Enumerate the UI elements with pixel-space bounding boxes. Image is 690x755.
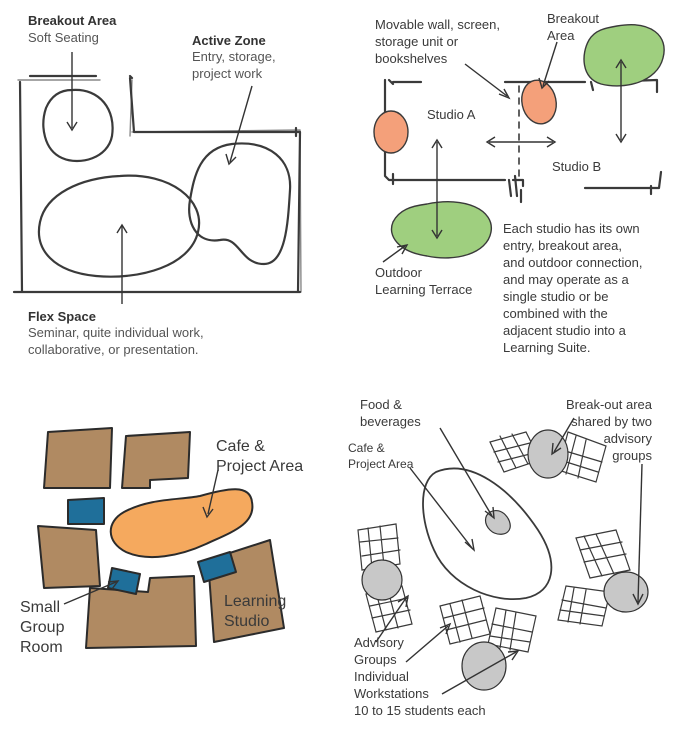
- movable-wall-label: Movable wall, screen, storage unit or bo…: [375, 17, 500, 66]
- advisory-cluster-left: [357, 523, 413, 633]
- breakout-area-title: Breakout Area: [28, 13, 117, 28]
- active-zone-title: Active Zone: [192, 33, 266, 48]
- advisory-layout-sketch: [357, 417, 649, 695]
- group-room-3: [197, 551, 237, 583]
- activity-zones-sketch: [12, 52, 302, 304]
- cafe-project-label-br: Cafe & Project Area: [348, 441, 414, 471]
- outdoor-terrace-shape-b: [583, 24, 665, 87]
- learning-studio-label: Learning Studio: [224, 593, 287, 630]
- advisory-groups-label: Advisory Groups Individual Workstations …: [354, 635, 486, 718]
- cafe-area-shape: [109, 488, 254, 558]
- breakout-shared-shape-left: [361, 559, 403, 601]
- breakout-area-shape: [42, 88, 114, 163]
- panel-cafe-layout: Cafe & Project Area Small Group Room Lea…: [0, 380, 340, 755]
- flex-space-shape: [37, 174, 201, 278]
- breakout-area-label: Breakout Area: [547, 11, 600, 43]
- group-room-1: [67, 497, 105, 525]
- panel-activity-zones: Breakout Area Soft Seating Active Zone E…: [0, 0, 340, 370]
- studio-room-3: [37, 525, 101, 589]
- studio-suite-sketch: [373, 24, 665, 263]
- breakout-area-subtitle: Soft Seating: [28, 30, 99, 45]
- flex-space-title: Flex Space: [28, 309, 96, 324]
- studio-b-label: Studio B: [552, 159, 602, 174]
- room-outline: [12, 74, 302, 294]
- panel-advisory-layout: Food & beverages Break-out area shared b…: [340, 380, 690, 755]
- studio-room-4: [85, 575, 197, 649]
- studio-a-label: Studio A: [427, 107, 476, 122]
- studio-room-1: [43, 427, 113, 489]
- breakout-shared-shape-right: [603, 571, 649, 613]
- panel-studio-suite: Movable wall, screen, storage unit or bo…: [345, 0, 690, 370]
- small-group-room-label: Small Group Room: [20, 599, 65, 656]
- advisory-cluster-right: [557, 529, 631, 627]
- outdoor-terrace-label: Outdoor Learning Terrace: [375, 265, 473, 297]
- active-zone-subtitle: Entry, storage, project work: [192, 49, 276, 81]
- flex-space-subtitle: Seminar, quite individual work, collabor…: [28, 325, 204, 357]
- breakout-shared-label: Break-out area shared by two advisory gr…: [566, 397, 652, 463]
- breakout-shared-shape-bottom: [461, 641, 507, 691]
- breakout-shared-shape-top: [527, 429, 569, 479]
- active-zone-shape: [188, 142, 292, 266]
- studio-walls: [383, 78, 663, 204]
- studio-a-breakout-shape: [373, 110, 409, 154]
- studio-description: Each studio has its own entry, breakout …: [503, 221, 643, 355]
- studio-b-breakout-shape: [521, 79, 557, 125]
- food-beverages-label: Food & beverages: [360, 397, 421, 429]
- advisory-cluster-bottom: [439, 595, 537, 653]
- cafe-project-label: Cafe & Project Area: [216, 438, 304, 475]
- cafe-layout-sketch: [37, 427, 285, 649]
- studio-room-2: [121, 431, 191, 489]
- central-cafe-shape: [422, 467, 553, 600]
